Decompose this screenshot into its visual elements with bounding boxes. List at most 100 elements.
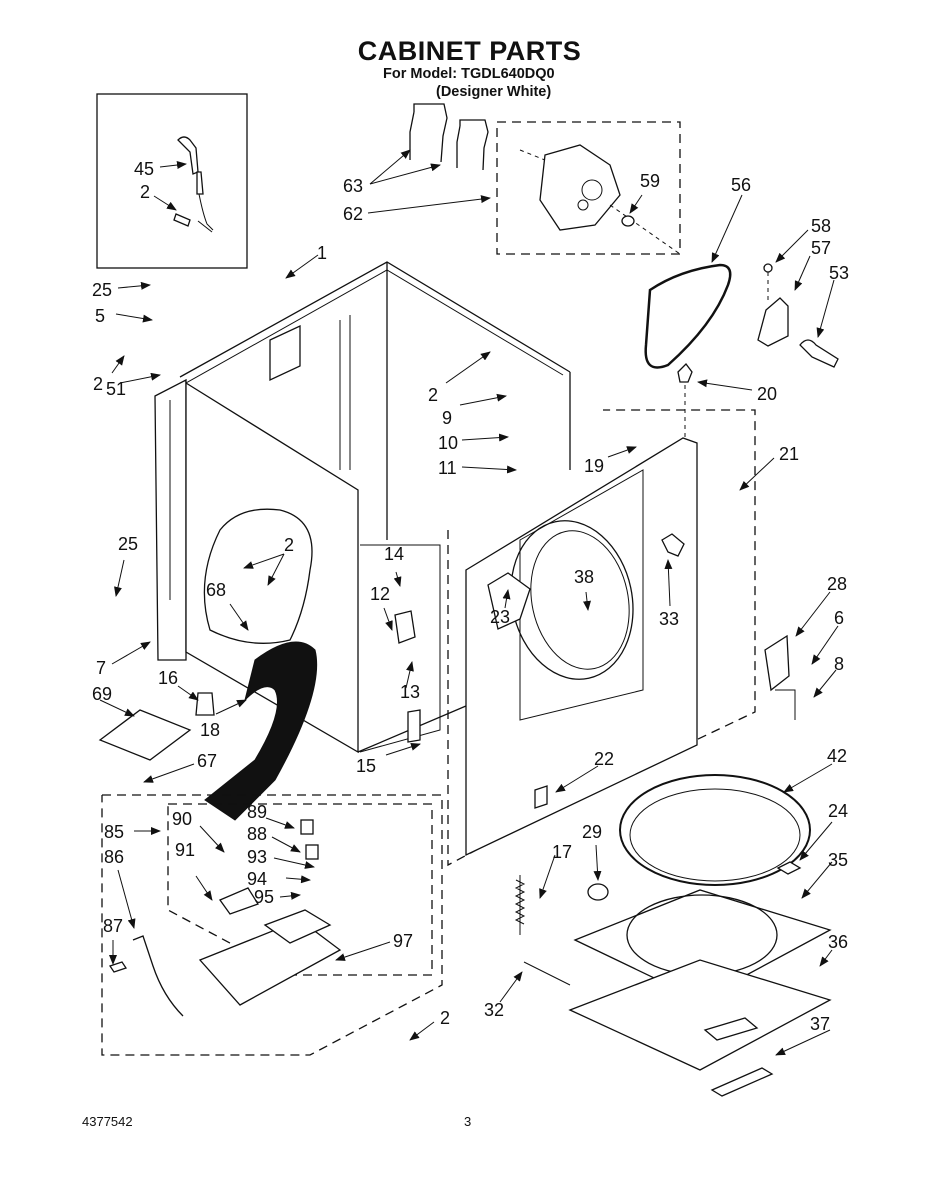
callout-10: 10 bbox=[438, 433, 458, 453]
callout-53: 53 bbox=[829, 263, 849, 283]
idler-pulley-part bbox=[799, 339, 839, 368]
callout-2: 2 bbox=[284, 535, 294, 555]
leg-pad-part bbox=[98, 709, 192, 761]
callout-56: 56 bbox=[731, 175, 751, 195]
igniter-part bbox=[196, 171, 204, 195]
cover-plate-part bbox=[710, 1067, 774, 1097]
door-seal-area bbox=[487, 572, 531, 630]
callout-69: 69 bbox=[92, 684, 112, 704]
callout-89: 89 bbox=[247, 802, 267, 822]
callout-88: 88 bbox=[247, 824, 267, 844]
leveling-leg-part bbox=[195, 692, 215, 716]
front-panel bbox=[447, 409, 756, 867]
callout-45: 45 bbox=[134, 159, 154, 179]
callout-23: 23 bbox=[490, 607, 510, 627]
callout-86: 86 bbox=[104, 847, 124, 867]
callout-16: 16 bbox=[158, 668, 178, 688]
callout-95: 95 bbox=[254, 887, 274, 907]
callout-2: 2 bbox=[440, 1008, 450, 1028]
callout-labels: 45 2 63 62 59 56 58 57 53 20 1 25 5 2 51… bbox=[92, 159, 849, 1034]
callout-85: 85 bbox=[104, 822, 124, 842]
callout-93: 93 bbox=[247, 847, 267, 867]
callout-94: 94 bbox=[247, 869, 267, 889]
callout-25: 25 bbox=[92, 280, 112, 300]
callout-59: 59 bbox=[640, 171, 660, 191]
callout-15: 15 bbox=[356, 756, 376, 776]
motor-part bbox=[539, 144, 621, 231]
burner-assembly-box bbox=[101, 794, 443, 1056]
callout-2: 2 bbox=[428, 385, 438, 405]
drive-belt-part bbox=[644, 263, 732, 369]
callout-21: 21 bbox=[779, 444, 799, 464]
igniter-inset-box bbox=[96, 93, 248, 269]
cabinet-clip-part bbox=[407, 709, 421, 743]
base-opening bbox=[703, 1017, 759, 1041]
cabinet-body bbox=[98, 261, 571, 821]
idler-screw-part bbox=[763, 263, 773, 273]
bracket-part bbox=[219, 887, 259, 915]
callout-51: 51 bbox=[106, 379, 126, 399]
callout-90: 90 bbox=[172, 809, 192, 829]
callout-29: 29 bbox=[582, 822, 602, 842]
push-nut-part bbox=[677, 363, 693, 383]
color-line: (Designer White) bbox=[436, 84, 552, 100]
callout-33: 33 bbox=[659, 609, 679, 629]
callout-37: 37 bbox=[810, 1014, 830, 1034]
valve-assembly-part bbox=[263, 909, 332, 944]
callout-8: 8 bbox=[834, 654, 844, 674]
callout-67: 67 bbox=[197, 751, 217, 771]
callout-22: 22 bbox=[594, 749, 614, 769]
callout-5: 5 bbox=[95, 306, 105, 326]
document-number: 4377542 bbox=[82, 1114, 133, 1129]
callout-32: 32 bbox=[484, 1000, 504, 1020]
callout-7: 7 bbox=[96, 658, 106, 678]
callout-12: 12 bbox=[370, 584, 390, 604]
base-assembly bbox=[514, 774, 832, 1097]
motor-clip-part bbox=[621, 215, 635, 227]
callout-25: 25 bbox=[118, 534, 138, 554]
sensor-wire-part bbox=[132, 935, 184, 1017]
callout-62: 62 bbox=[343, 204, 363, 224]
mounting-bracket-part bbox=[764, 634, 790, 692]
page-number: 3 bbox=[464, 1114, 472, 1129]
callout-87: 87 bbox=[103, 916, 123, 936]
cutaway-view bbox=[203, 508, 313, 644]
callout-19: 19 bbox=[584, 456, 604, 476]
callout-68: 68 bbox=[206, 580, 226, 600]
callout-24: 24 bbox=[828, 801, 848, 821]
callout-58: 58 bbox=[811, 216, 831, 236]
drum-glide-part bbox=[776, 861, 802, 875]
burner-tube-part bbox=[198, 919, 342, 1006]
callout-36: 36 bbox=[828, 932, 848, 952]
motor-clamp-part bbox=[409, 103, 448, 163]
callout-11: 11 bbox=[438, 458, 457, 478]
callout-91: 91 bbox=[175, 840, 195, 860]
callout-20: 20 bbox=[757, 384, 777, 404]
callout-1: 1 bbox=[317, 243, 327, 263]
idler-bracket-part bbox=[757, 297, 789, 347]
callout-97: 97 bbox=[393, 931, 413, 951]
callout-17: 17 bbox=[552, 842, 572, 862]
spring-part bbox=[514, 879, 526, 925]
sensor-screw-part bbox=[108, 961, 128, 973]
callout-42: 42 bbox=[827, 746, 847, 766]
callout-9: 9 bbox=[442, 408, 452, 428]
callout-63: 63 bbox=[343, 176, 363, 196]
coil-part bbox=[300, 819, 314, 835]
callout-2: 2 bbox=[140, 182, 150, 202]
callout-35: 35 bbox=[828, 850, 848, 870]
door-strike-part bbox=[661, 533, 685, 557]
callout-18: 18 bbox=[200, 720, 220, 740]
igniter-bracket-part bbox=[177, 136, 199, 175]
motor-assembly-box bbox=[496, 121, 681, 255]
gas-line-arrow bbox=[204, 641, 318, 821]
callout-2: 2 bbox=[93, 374, 103, 394]
plug-button-part bbox=[587, 883, 609, 901]
callout-6: 6 bbox=[834, 608, 844, 628]
callout-14: 14 bbox=[384, 544, 404, 564]
door-switch-part bbox=[534, 785, 548, 809]
model-line: For Model: TGDL640DQ0 bbox=[383, 66, 555, 82]
motor-clamp-part bbox=[456, 119, 489, 171]
callout-28: 28 bbox=[827, 574, 847, 594]
